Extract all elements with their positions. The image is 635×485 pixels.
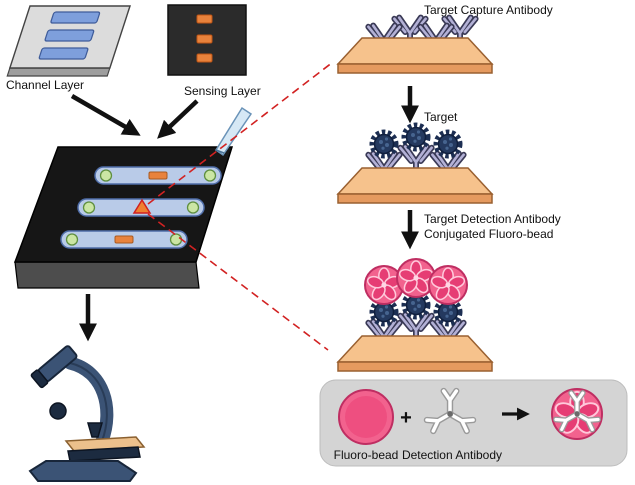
detection-label-line1: Target Detection Antibody <box>424 212 561 226</box>
legend-fluoro-bead-label: Fluoro-bead <box>334 448 399 462</box>
capture-antibody-label: Target Capture Antibody <box>424 3 553 17</box>
capture-antibody-plate <box>337 18 493 74</box>
fluoro-bead-icon <box>429 266 467 304</box>
target-label: Target <box>424 110 458 124</box>
detection-label-line2: Conjugated Fluoro-bead <box>424 227 553 241</box>
plus-sign: + <box>400 407 412 429</box>
channel-layer-label: Channel Layer <box>6 78 84 92</box>
zoom-dashed-line-bottom <box>147 213 329 351</box>
channel-layer-slab <box>6 5 131 77</box>
arrow-channel-to-chip <box>70 94 141 136</box>
legend-result-bead-icon <box>551 388 603 440</box>
sensing-layer-label: Sensing Layer <box>184 84 261 98</box>
arrow-sensing-to-chip <box>157 99 199 139</box>
legend-fluoro-bead-icon <box>338 389 394 445</box>
bead-bound-plate <box>337 259 493 372</box>
sensing-layer-square <box>167 4 247 76</box>
legend-detection-antibody-label: Detection Antibody <box>402 448 502 462</box>
microscope-icon <box>28 345 146 482</box>
sensor-spot-top <box>148 171 168 180</box>
pipette-icon <box>214 106 253 157</box>
assembled-chip <box>13 146 234 289</box>
sensor-spot-bottom <box>114 235 134 244</box>
legend-box: + Fluoro-bead Detection Antibody <box>319 379 628 467</box>
sensor-spot-highlight <box>132 198 152 214</box>
target-bound-plate <box>337 125 493 204</box>
